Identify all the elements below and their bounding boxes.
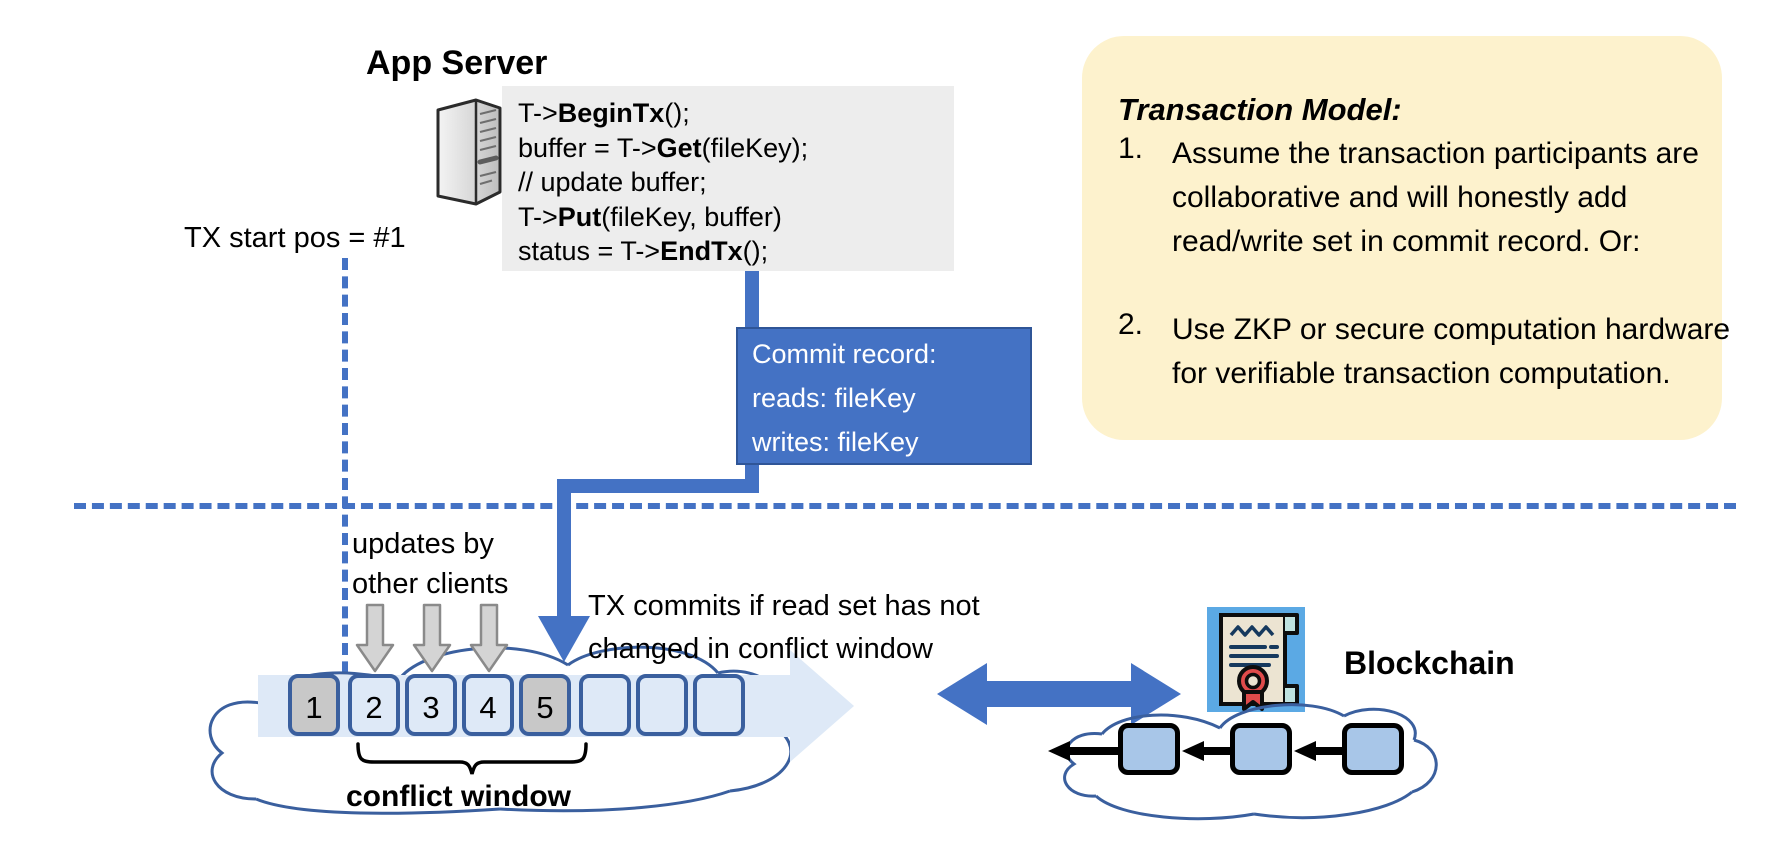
updates-label-line-1: updates by <box>352 528 494 560</box>
ledger-cell-6[interactable] <box>579 674 631 736</box>
conflict-window-label: conflict window <box>346 780 571 813</box>
ledger-cell-3-label: 3 <box>422 690 440 725</box>
transaction-model-box <box>1082 36 1722 440</box>
updates-label-line-2: other clients <box>352 568 509 600</box>
tx-commits-label: TX commits if read set has not changed i… <box>588 585 980 671</box>
code-line-4: T->Put(fileKey, buffer) <box>518 201 782 232</box>
ledger-cell-7[interactable] <box>636 674 688 736</box>
ledger-cell-8[interactable] <box>693 674 745 736</box>
ledger-cell-3[interactable]: 3 <box>405 674 457 736</box>
code-block: T->BeginTx(); buffer = T->Get(fileKey); … <box>518 96 988 269</box>
transaction-model-title: Transaction Model: <box>1118 92 1402 127</box>
blockchain-label: Blockchain <box>1344 645 1515 681</box>
code-line-2: buffer = T->Get(fileKey); <box>518 132 809 163</box>
server-tower-icon <box>430 96 508 213</box>
tx-commits-line-2: changed in conflict window <box>588 633 933 665</box>
tx-start-dashed-line <box>342 258 348 710</box>
bidirectional-arrow-icon <box>935 655 1183 738</box>
tx-commits-line-1: TX commits if read set has not <box>588 590 980 622</box>
ledger-cell-5-label: 5 <box>536 690 554 725</box>
blockchain-link-arrow-2 <box>1180 740 1232 767</box>
ledger-cell-5[interactable]: 5 <box>519 674 571 736</box>
conflict-window-brace-icon <box>356 742 588 781</box>
ledger-cell-4[interactable]: 4 <box>462 674 514 736</box>
commit-record-text: Commit record: reads: fileKey writes: fi… <box>752 332 937 464</box>
flow-connector-vertical-bottom <box>557 479 571 625</box>
update-arrow-icon-3 <box>469 603 509 680</box>
commit-record-box <box>736 327 1032 465</box>
code-line-3: // update buffer; <box>518 167 707 197</box>
commit-record-reads: reads: fileKey <box>752 383 916 413</box>
ledger-arrowhead-icon <box>790 650 860 767</box>
code-line-1: T->BeginTx(); <box>518 98 690 128</box>
blockchain-cloud-outline <box>1040 700 1450 845</box>
update-arrow-icon-1 <box>355 603 395 680</box>
blockchain-block-1[interactable] <box>1118 723 1180 775</box>
blockchain-block-3[interactable] <box>1342 723 1404 775</box>
blockchain-block-2[interactable] <box>1230 723 1292 775</box>
transaction-model-item-1-number: 1. <box>1118 132 1144 165</box>
updates-by-other-clients-label: updates by other clients <box>352 524 508 604</box>
commit-record-writes: writes: fileKey <box>752 427 919 457</box>
transaction-model-item-2-number: 2. <box>1118 308 1144 341</box>
update-arrow-icon-2 <box>412 603 452 680</box>
ledger-cell-4-label: 4 <box>479 690 497 725</box>
flow-connector-horizontal <box>557 479 759 493</box>
flow-arrowhead-icon <box>536 612 592 669</box>
ledger-cell-2[interactable]: 2 <box>348 674 400 736</box>
blockchain-link-arrow-1 <box>1046 740 1120 767</box>
code-block-background <box>502 86 954 271</box>
commit-record-title: Commit record: <box>752 339 937 369</box>
tx-start-pos-label: TX start pos = #1 <box>184 222 406 254</box>
code-line-5: status = T->EndTx(); <box>518 236 769 266</box>
ledger-cell-1-label: 1 <box>305 690 323 725</box>
certificate-icon <box>1207 607 1305 717</box>
app-server-title: App Server <box>366 44 548 82</box>
transaction-model-item-2-text: Use ZKP or secure computation hardware f… <box>1172 313 1731 390</box>
transaction-model-item-1-text: Assume the transaction participants are … <box>1172 137 1699 258</box>
boundary-dashed-line <box>74 503 1736 509</box>
blockchain-link-arrow-3 <box>1292 740 1344 767</box>
ledger-cell-1[interactable]: 1 <box>288 674 340 736</box>
ledger-cell-2-label: 2 <box>365 690 383 725</box>
